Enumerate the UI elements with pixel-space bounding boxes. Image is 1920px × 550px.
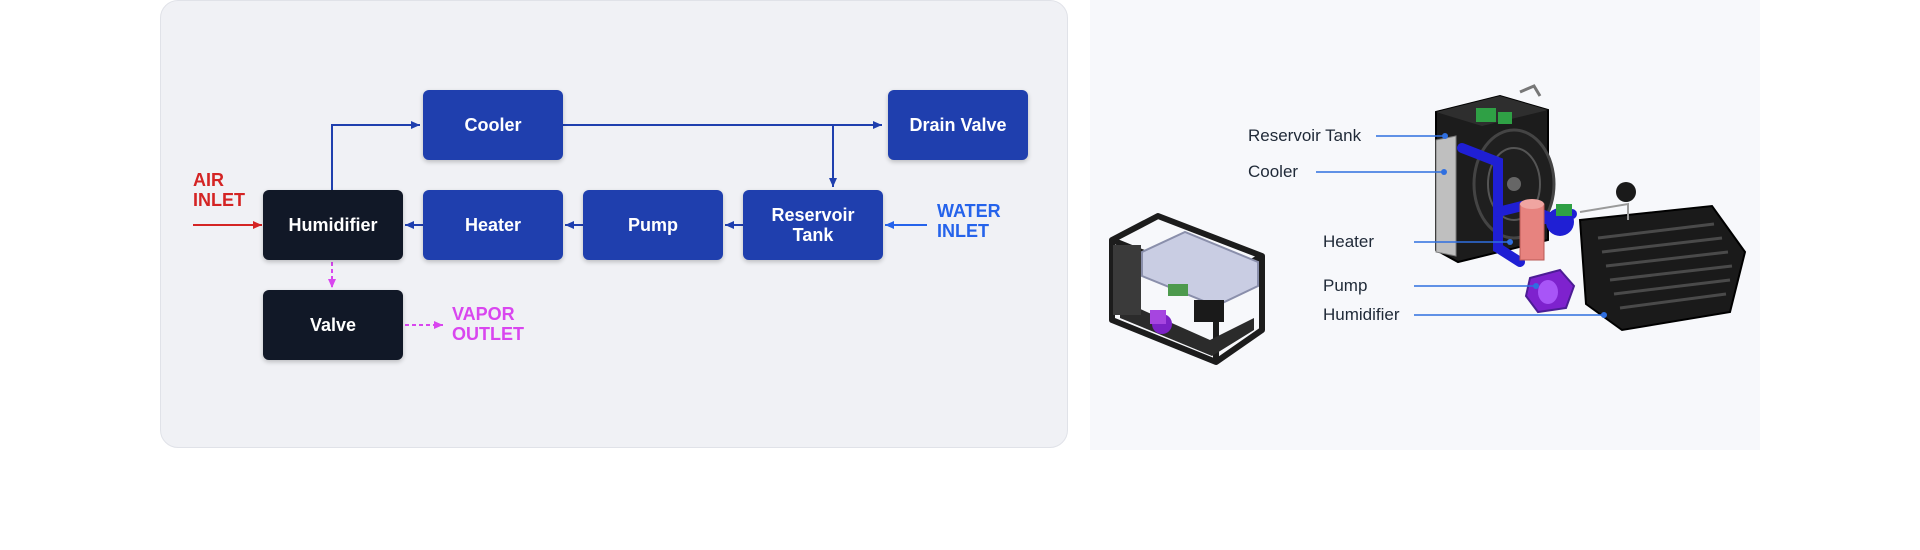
node-humidifier: Humidifier xyxy=(263,190,403,260)
callout-leaders xyxy=(1316,135,1604,316)
callout-humidifier: Humidifier xyxy=(1323,305,1400,324)
enclosure-part xyxy=(1194,300,1224,322)
enclosure-inner-base xyxy=(1120,300,1254,356)
enclosure-pump-block xyxy=(1150,310,1166,324)
green-valve xyxy=(1556,204,1572,216)
enclosure-board xyxy=(1168,284,1188,296)
edge-humidifier-cooler xyxy=(331,121,420,190)
callout-cooler: Cooler xyxy=(1248,162,1299,181)
node-drain-valve: Drain Valve xyxy=(888,90,1028,160)
node-heater: Heater xyxy=(423,190,563,260)
label-air-inlet: AIR INLET xyxy=(193,170,245,210)
heater-cylinder xyxy=(1519,199,1545,261)
enclosure-panel-left xyxy=(1113,245,1141,315)
pump-motor xyxy=(1524,268,1576,314)
label-vapor-outlet: VAPOR OUTLET xyxy=(452,304,524,344)
node-reservoir-tank: Reservoir Tank xyxy=(743,190,883,260)
callout-pump: Pump xyxy=(1323,276,1368,295)
node-pump: Pump xyxy=(583,190,723,260)
node-cooler: Cooler xyxy=(423,90,563,160)
humidifier-body xyxy=(1578,182,1747,332)
callout-dots xyxy=(1441,133,1607,318)
label-water-inlet: WATER INLET xyxy=(937,201,1001,241)
node-valve: Valve xyxy=(263,290,403,360)
callout-reservoir-tank: Reservoir Tank xyxy=(1248,126,1362,145)
callout-heater: Heater xyxy=(1323,232,1375,251)
